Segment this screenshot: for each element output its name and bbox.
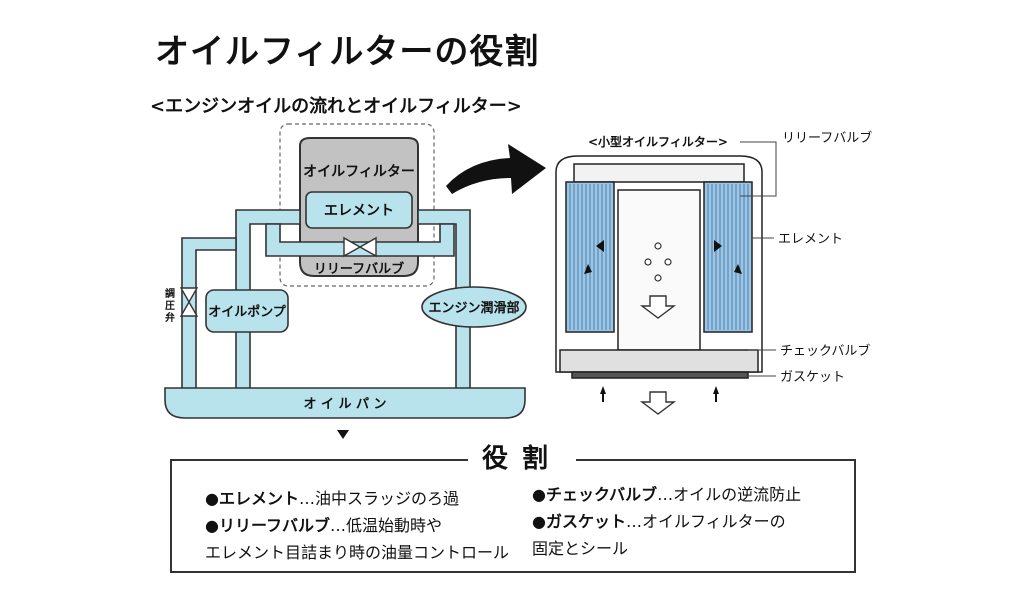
cutaway-relief-label: リリーフバルブ bbox=[782, 130, 872, 146]
role-name: エレメント bbox=[218, 489, 299, 508]
relief-valve-label: リリーフバルブ bbox=[314, 261, 404, 277]
small-arrows bbox=[584, 240, 742, 402]
arrow-left-element bbox=[596, 240, 604, 252]
oil-pan bbox=[164, 387, 526, 419]
cutaway-top-inner bbox=[573, 163, 745, 183]
oil-drops bbox=[644, 242, 672, 282]
oil-pump-label: オイルポンプ bbox=[208, 304, 287, 320]
callout-lines bbox=[748, 237, 776, 377]
filter-label: オイルフィルター bbox=[303, 164, 415, 180]
role-desc: …オイルの逆流防止 bbox=[657, 485, 802, 504]
oil-pan-label: オ イ ル パ ン bbox=[303, 397, 386, 412]
role-item-element: ●エレメント…油中スラッジのろ過 bbox=[205, 485, 459, 509]
cutaway-element-label: エレメント bbox=[778, 232, 843, 247]
role-desc: …オイルフィルターの bbox=[625, 512, 786, 531]
page-title: オイルフィルターの役割 bbox=[155, 32, 540, 72]
center-tube bbox=[617, 189, 701, 351]
role-desc: エレメント目詰まり時の油量コントロール bbox=[205, 543, 510, 562]
element-label: エレメント bbox=[324, 203, 394, 219]
pointer-triangle bbox=[337, 430, 349, 439]
arrow-right-element bbox=[714, 240, 722, 252]
arrow-left-low bbox=[584, 264, 592, 274]
role-item-relief: ●リリーフバルブ…低温始動時や bbox=[205, 512, 442, 536]
regulator-label-2: 圧 bbox=[165, 300, 175, 312]
oil-pump-box bbox=[205, 289, 289, 333]
cutaway-title: <小型オイルフィルター> bbox=[588, 134, 728, 149]
role-bullet: ● bbox=[532, 512, 546, 531]
role-item-gasket: ●ガスケット…オイルフィルターの bbox=[532, 508, 786, 532]
oil-drop-3 bbox=[664, 258, 672, 266]
big-curved-arrow bbox=[446, 144, 546, 194]
oil-drop-1 bbox=[654, 242, 662, 250]
down-arrow-outer bbox=[639, 391, 677, 415]
regulator-label-3: 弁 bbox=[165, 311, 175, 324]
element-box bbox=[305, 191, 413, 229]
pipe-relief-bypass bbox=[265, 223, 455, 257]
role-bullet: ● bbox=[205, 489, 219, 508]
oil-drop-2 bbox=[644, 258, 652, 266]
role-bullet: ● bbox=[205, 516, 219, 535]
cutaway-gasket-label: ガスケット bbox=[780, 370, 845, 385]
gasket bbox=[571, 371, 749, 379]
role-name: チェックバルブ bbox=[545, 485, 658, 504]
role-item-check: ●チェックバルブ…オイルの逆流防止 bbox=[532, 481, 801, 505]
role-item-relief-cont: エレメント目詰まり時の油量コントロール bbox=[205, 539, 509, 563]
regulator-label-1: 調 bbox=[165, 287, 175, 300]
relief-valve-symbol bbox=[343, 236, 377, 258]
arrow-in-right bbox=[713, 386, 719, 394]
filter-dashed-outline bbox=[279, 123, 435, 287]
role-desc: …油中スラッジのろ過 bbox=[298, 489, 459, 508]
role-name: ガスケット bbox=[545, 512, 626, 531]
role-desc: 固定とシール bbox=[532, 539, 629, 558]
role-item-gasket-cont: 固定とシール bbox=[532, 535, 628, 559]
role-bullet: ● bbox=[532, 485, 546, 504]
cutaway-base bbox=[559, 349, 759, 373]
element-pleats bbox=[569, 184, 749, 330]
oil-drop-4 bbox=[654, 274, 662, 282]
cutaway-check-label: チェックバルブ bbox=[780, 343, 870, 359]
engine-lube-label: エンジン潤滑部 bbox=[428, 300, 519, 316]
diagram-subtitle: <エンジンオイルの流れとオイルフィルター> bbox=[150, 96, 522, 117]
arrow-in-left-stem bbox=[602, 394, 604, 402]
down-arrow-inner bbox=[639, 295, 677, 319]
relief-bracket bbox=[740, 141, 777, 197]
arrow-right-low bbox=[734, 264, 742, 274]
role-desc: …低温始動時や bbox=[330, 516, 443, 535]
roles-title: 役割 bbox=[468, 438, 577, 475]
oil-pipes bbox=[181, 209, 471, 391]
engine-lube-ellipse bbox=[421, 286, 527, 328]
role-name: リリーフバルブ bbox=[218, 516, 331, 535]
filter-cutaway bbox=[555, 155, 763, 379]
regulator-valve-symbol bbox=[179, 287, 199, 317]
arrow-in-right-stem bbox=[715, 394, 717, 402]
arrow-in-left bbox=[600, 386, 606, 394]
